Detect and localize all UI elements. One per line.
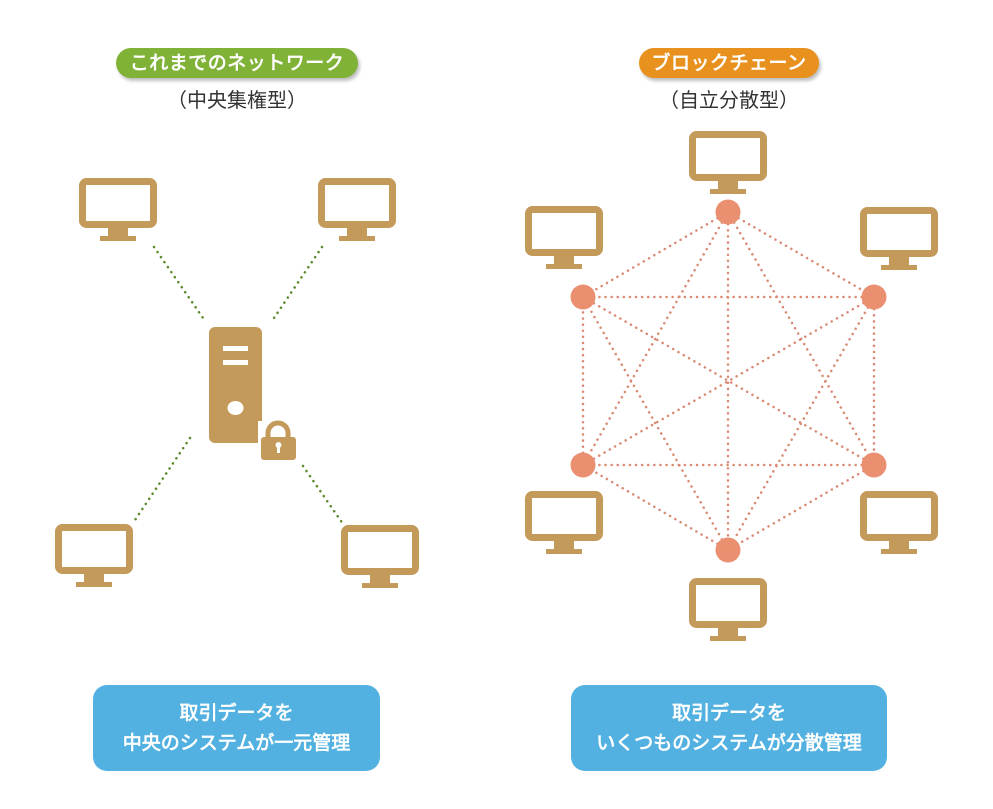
client-monitor-icon [55,524,133,587]
link-server-client-bottom-right [301,464,345,526]
blockchain-caption-line2: いくつものシステムが分散管理 [596,732,862,754]
client-monitor-icon [318,178,396,241]
peer-monitor-icon [860,207,938,270]
peer-monitor-icon [860,491,938,554]
peer-monitor-icon [525,491,603,554]
link-server-client-top-left [152,245,205,320]
peer-link [581,210,730,467]
client-monitor-icon [341,525,419,588]
peer-link [581,295,876,467]
peer-node [715,199,741,225]
traditional-caption-line2: 中央のシステムが一元管理 [122,732,351,754]
peer-monitor-icon [689,578,767,641]
blockchain-subtitle: （自立分散型） [659,88,799,112]
traditional-network-label: これまでのネットワーク [116,48,358,78]
peer-monitor-icon [525,206,603,269]
peer-monitor-icon [689,131,767,194]
peer-link [726,463,876,552]
peer-link [581,295,730,552]
traditional-network-subtitle: （中央集権型） [167,88,307,112]
peer-node [715,537,741,563]
peer-node [861,284,887,310]
server-icon [209,327,262,443]
blockchain-caption-box: 取引データを いくつものシステムが分散管理 [571,685,887,771]
traditional-caption-line1: 取引データを [179,702,294,724]
lock-icon [258,420,298,462]
link-server-client-bottom-left [131,436,192,525]
peer-link [726,295,876,552]
peer-link [726,210,876,467]
peer-node [570,284,596,310]
client-monitor-icon [79,178,157,241]
peer-node [861,452,887,478]
peer-link [581,463,730,552]
link-server-client-top-right [272,245,324,320]
blockchain-label: ブロックチェーン [639,48,819,78]
traditional-caption-box: 取引データを 中央のシステムが一元管理 [93,685,380,771]
peer-node [570,452,596,478]
peer-link [581,295,876,467]
blockchain-caption-line1: 取引データを [671,702,786,724]
peer-link [726,210,876,299]
peer-link [581,210,730,299]
